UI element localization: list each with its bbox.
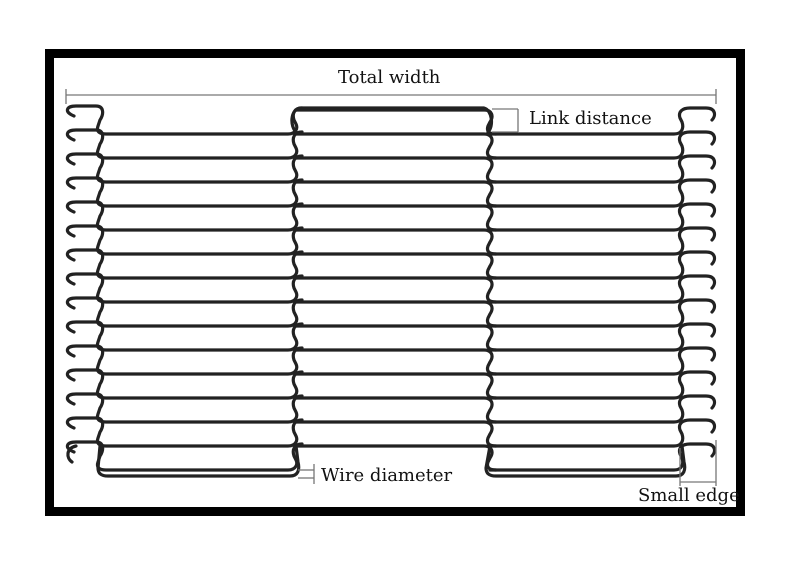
wire-link-right: [488, 418, 717, 448]
wire-bottom-left: [96, 444, 301, 478]
wire-link-middle: [294, 132, 498, 160]
wire-link-middle: [294, 252, 498, 280]
wire-link-right: [488, 178, 717, 208]
wire-link-right: [488, 226, 717, 256]
total-width-dimension: [65, 89, 717, 104]
wire-link-middle: [294, 204, 498, 232]
wire-link-right: [488, 322, 717, 352]
wire-bottom-hook-left: [66, 444, 78, 464]
wire-top-middle: [290, 106, 494, 134]
wire-link-left: [65, 104, 304, 136]
wire-link-left: [65, 296, 304, 328]
wire-link-right: [488, 130, 717, 160]
wire-link-middle: [294, 108, 498, 136]
wire-bottom-right: [484, 444, 687, 478]
wire-link-left: [65, 320, 304, 352]
small-edge-dimension: [679, 440, 717, 486]
wire-link-middle: [294, 348, 498, 376]
wire-link-right: [488, 298, 717, 328]
wire-link-right: [488, 346, 717, 376]
wire-link-right: [488, 370, 717, 400]
wire-link-left: [65, 224, 304, 256]
wire-link-right: [488, 202, 717, 232]
wire-link-right: [488, 250, 717, 280]
wire-diameter-label: Wire diameter: [321, 465, 453, 486]
wire-link-middle: [294, 156, 498, 184]
wire-link-left: [65, 344, 304, 376]
wire-link-right: [488, 154, 717, 184]
wire-link-left: [65, 272, 304, 304]
wire-link-middle: [294, 228, 498, 256]
wire-link-middle: [294, 324, 498, 352]
wire-link-middle: [294, 300, 498, 328]
wire-link-right: [488, 394, 717, 424]
small-edge-label: Small edge: [638, 485, 740, 506]
wire-link-middle: [294, 372, 498, 400]
mesh-wires: [65, 104, 717, 478]
wire-link-left: [65, 176, 304, 208]
wire-link-right: [488, 106, 717, 136]
wire-link-left: [65, 416, 304, 448]
wire-link-left: [65, 128, 304, 160]
wire-link-middle: [294, 420, 498, 448]
wire-link-middle: [294, 180, 498, 208]
wire-link-middle: [294, 276, 498, 304]
wire-link-right: [488, 274, 717, 304]
link-distance-dimension: [492, 108, 519, 133]
wire-link-left: [65, 392, 304, 424]
wire-link-left: [65, 152, 304, 184]
wire-diameter-dimension: [298, 464, 315, 484]
total-width-label: Total width: [338, 67, 441, 88]
wire-link-left: [65, 368, 304, 400]
wire-link-left: [65, 200, 304, 232]
wire-link-middle: [294, 396, 498, 424]
wire-link-left: [65, 248, 304, 280]
link-distance-label: Link distance: [529, 108, 652, 129]
